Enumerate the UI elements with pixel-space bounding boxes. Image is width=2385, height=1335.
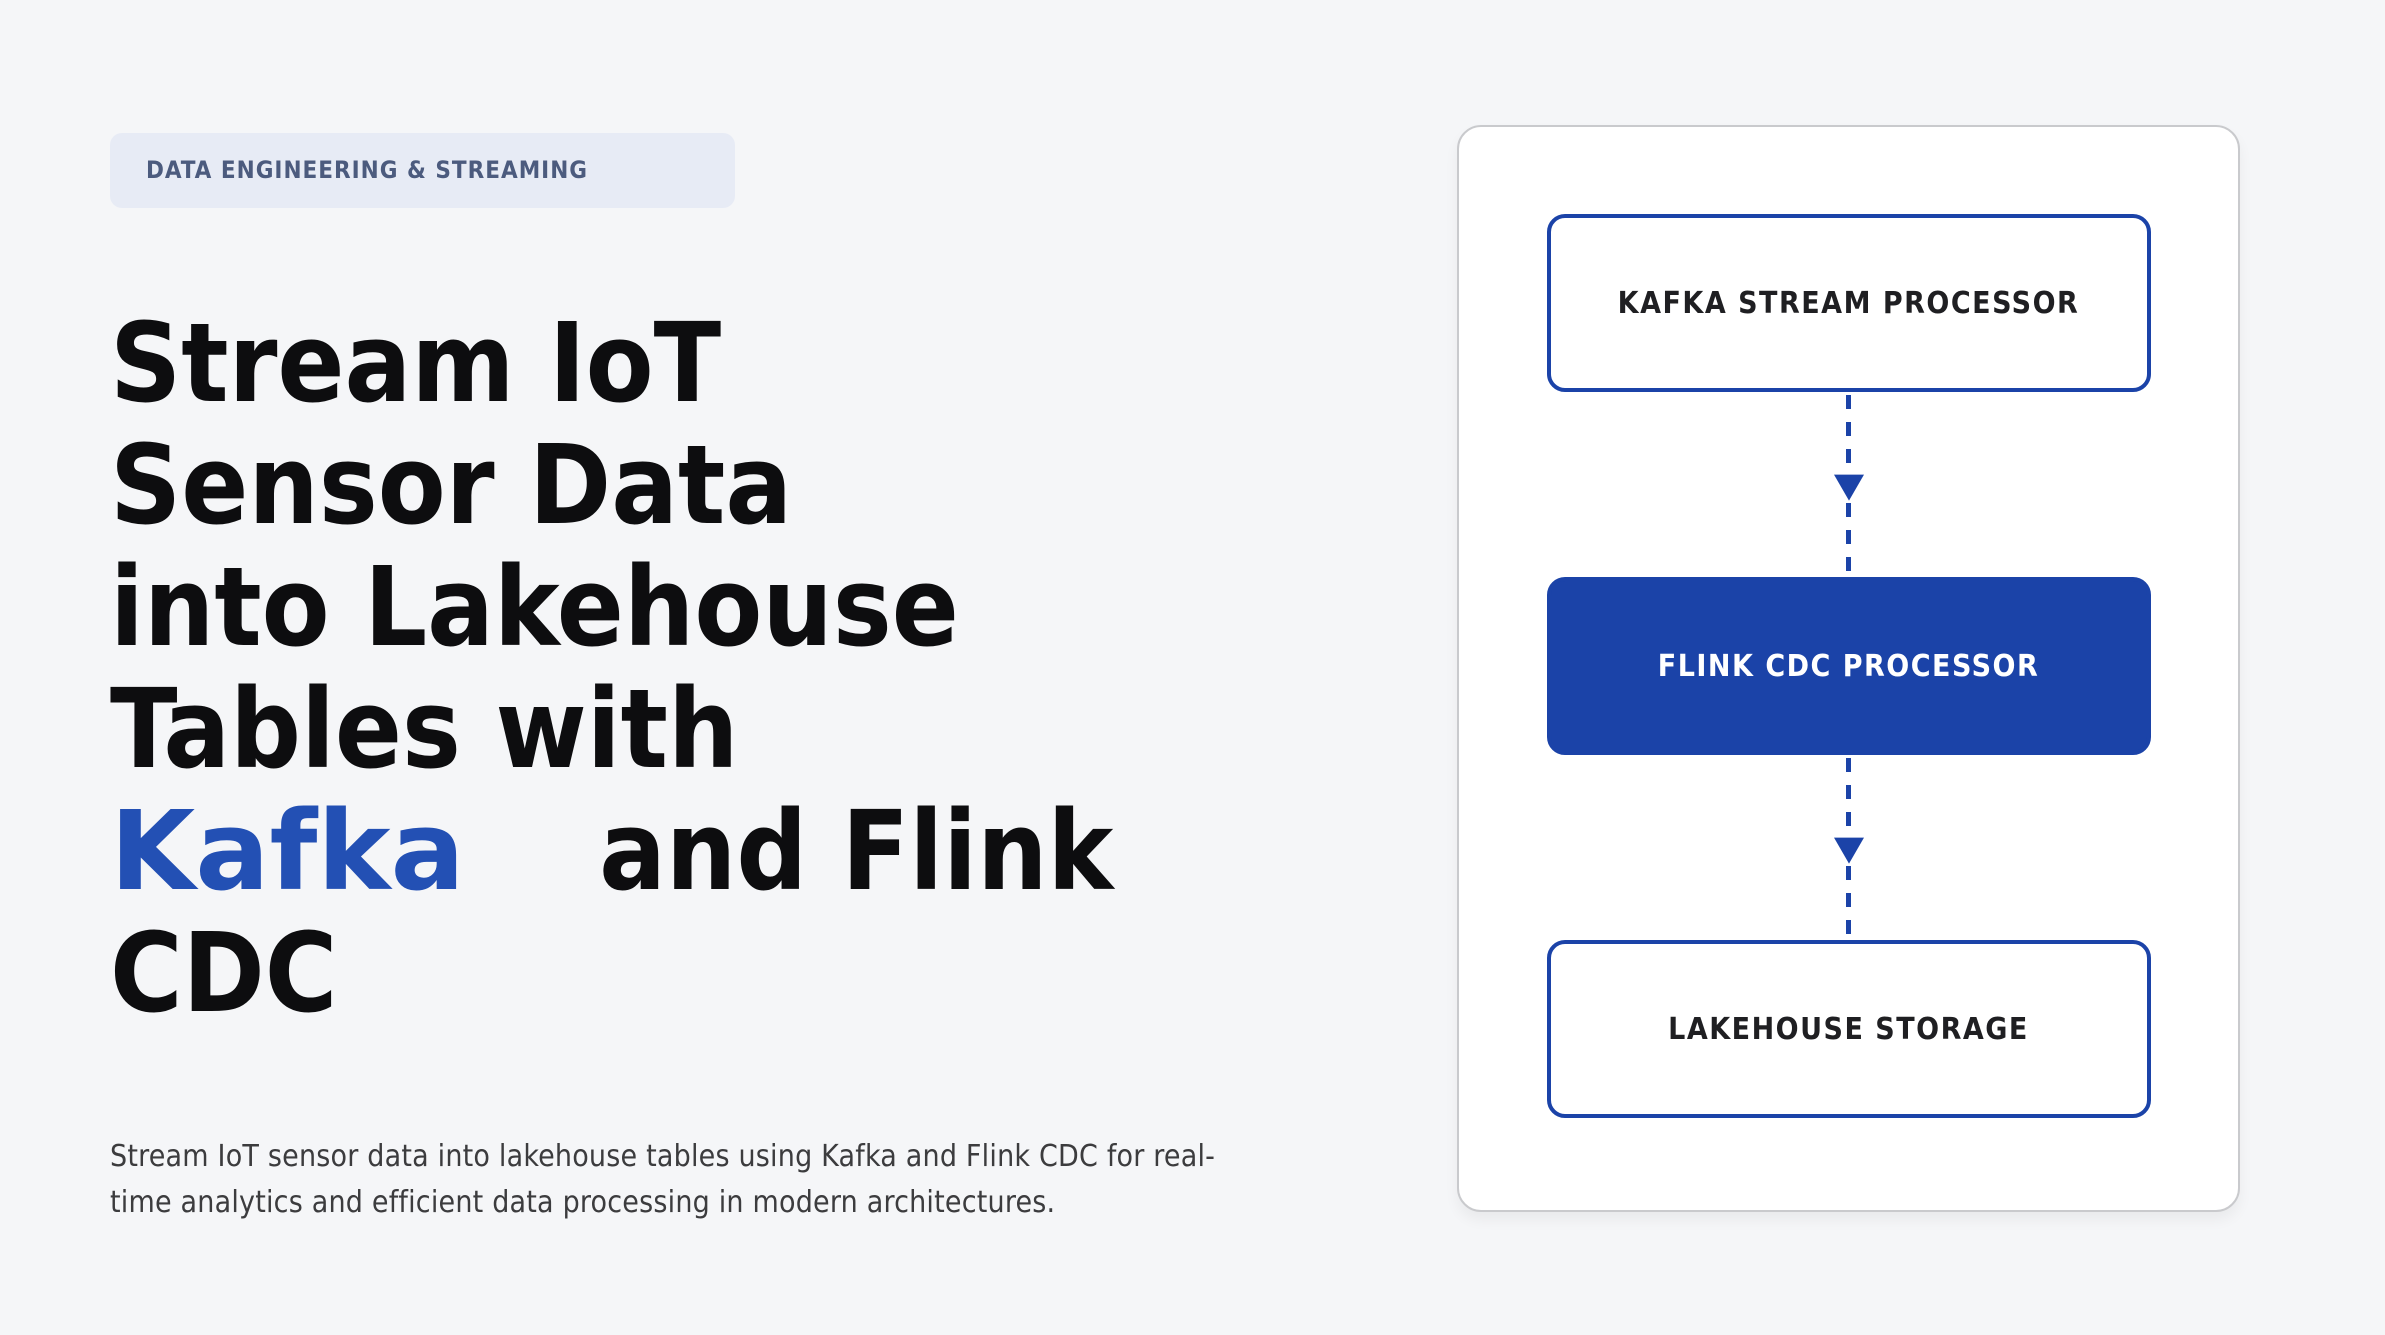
flow-diagram: KAFKA STREAM PROCESSOR FLINK CDC PROCESS… [1459,127,2238,1118]
node-label: FLINK CDC PROCESSOR [1657,648,2040,684]
title-line-2: Sensor Data [110,421,793,549]
title-line-5-rest: and Flink [599,787,1114,915]
title-line-6: CDC [110,909,338,1037]
category-badge-label: DATA ENGINEERING & STREAMING [146,156,588,184]
title-line-3: into Lakehouse [110,543,959,671]
node-label: LAKEHOUSE STORAGE [1668,1011,2029,1047]
arrow-down-icon [1833,837,1864,864]
dashed-connector [1833,755,1864,940]
category-badge: DATA ENGINEERING & STREAMING [110,133,735,208]
diagram-card: KAFKA STREAM PROCESSOR FLINK CDC PROCESS… [1457,125,2240,1212]
dashed-connector [1833,392,1864,577]
title-line-4: Tables with [110,665,739,793]
node-kafka-stream-processor: KAFKA STREAM PROCESSOR [1546,214,2151,392]
title-line-1: Stream IoT [110,299,722,427]
hero-description: Stream IoT sensor data into lakehouse ta… [110,1139,1216,1220]
arrow-down-icon [1833,474,1864,501]
node-flink-cdc-processor: FLINK CDC PROCESSOR [1546,577,2151,755]
title-highlight-kafka: Kafka [110,787,465,915]
node-label: KAFKA STREAM PROCESSOR [1617,285,2080,321]
node-lakehouse-storage: LAKEHOUSE STORAGE [1546,940,2151,1118]
